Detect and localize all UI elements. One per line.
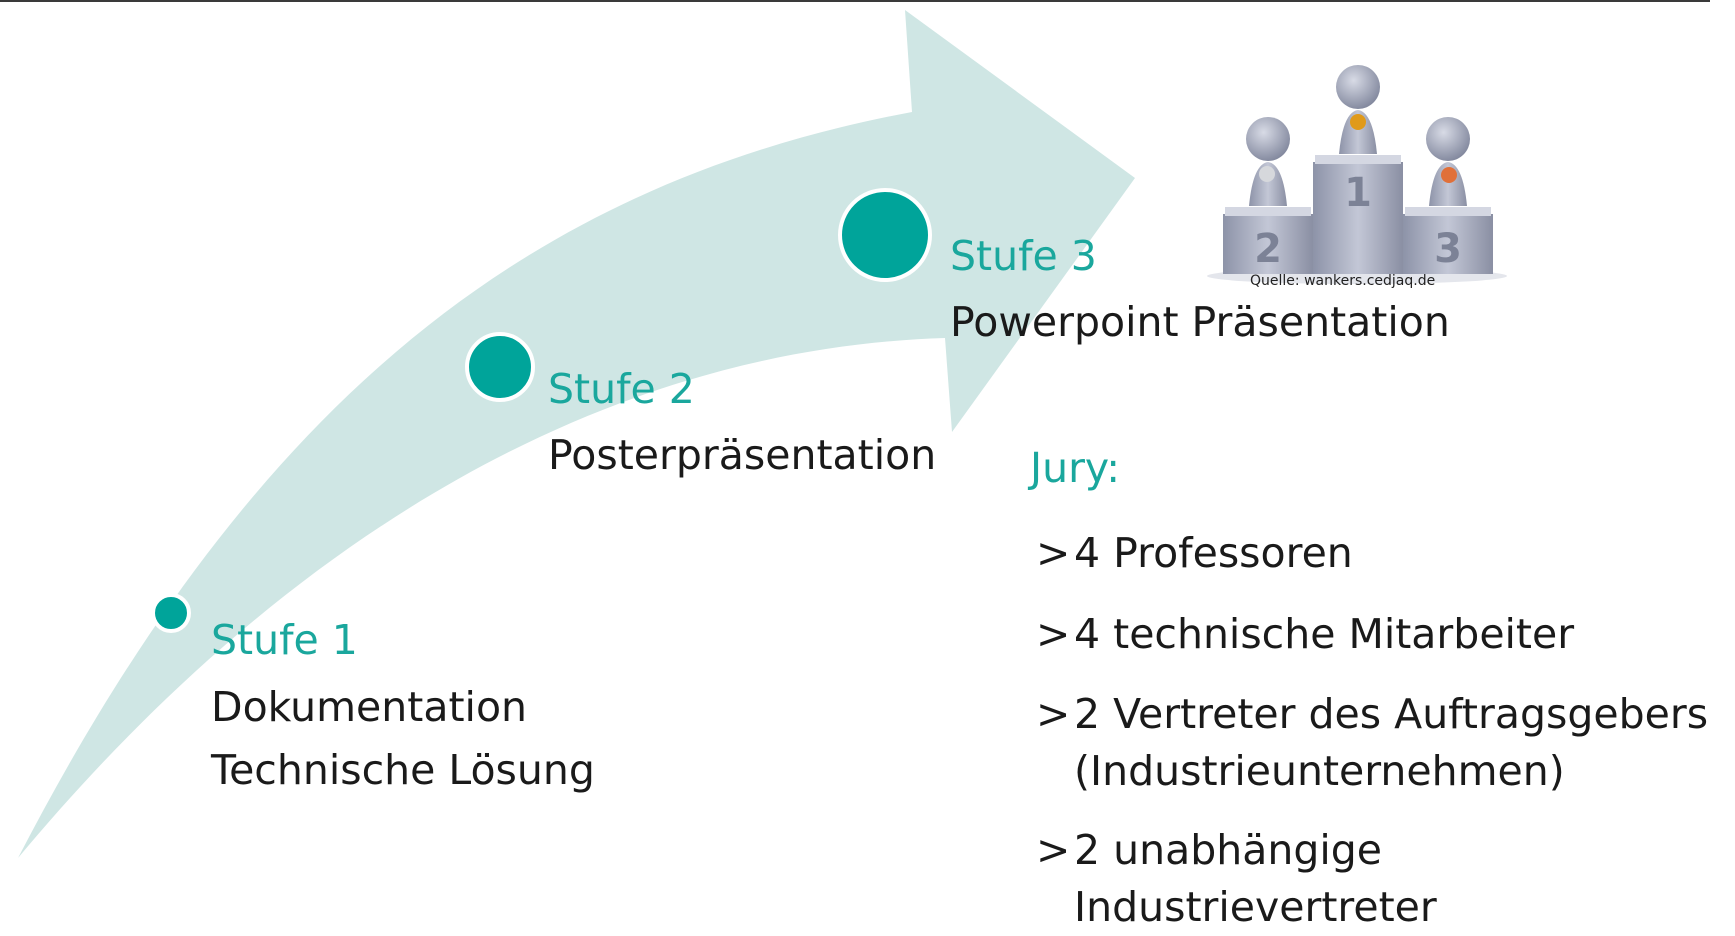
podium-illustration: 1 2 3 — [1205, 62, 1510, 294]
bullet-marker: > — [1036, 610, 1071, 658]
podium-place-2: 2 — [1254, 226, 1282, 272]
jury-item-text: 2 Vertreter des Auftragsgebers — [1074, 690, 1709, 738]
stage-2-line-1: Posterpräsentation — [548, 431, 937, 479]
jury-item: >2 Vertreter des Auftragsgebers (Industr… — [1036, 686, 1708, 800]
jury-item-text: 4 technische Mitarbeiter — [1074, 610, 1575, 658]
jury-item: >4 Professoren — [1036, 525, 1353, 582]
stage-1-title: Stufe 1 — [211, 616, 358, 664]
jury-item-text: 4 Professoren — [1074, 529, 1353, 577]
jury-item-text: 2 unabhängige — [1074, 826, 1383, 874]
podium-place-3: 3 — [1434, 226, 1462, 272]
stage-3-title: Stufe 3 — [950, 232, 1097, 280]
stage-1-line-2: Technische Lösung — [211, 746, 595, 794]
jury-title: Jury: — [1030, 444, 1121, 492]
stage-2-dot — [465, 332, 535, 402]
jury-item: >4 technische Mitarbeiter — [1036, 606, 1574, 663]
stage-3-dot — [838, 188, 932, 282]
stage-1-dot — [151, 593, 191, 633]
stage-2-title: Stufe 2 — [548, 365, 695, 413]
bullet-marker: > — [1036, 826, 1071, 874]
bullet-marker: > — [1036, 529, 1071, 577]
bullet-marker: > — [1036, 690, 1071, 738]
jury-item: >2 unabhängige Industrievertreter — [1036, 822, 1437, 936]
jury-item-subtext: Industrievertreter — [1074, 883, 1437, 931]
image-source-caption: Quelle: wankers.cedjaq.de — [1250, 273, 1436, 289]
podium-place-1: 1 — [1344, 170, 1372, 216]
top-divider-line — [0, 0, 1710, 2]
jury-item-subtext: (Industrieunternehmen) — [1074, 747, 1565, 795]
stage-3-line-1: Powerpoint Präsentation — [950, 298, 1450, 346]
stage-1-line-1: Dokumentation — [211, 683, 528, 731]
